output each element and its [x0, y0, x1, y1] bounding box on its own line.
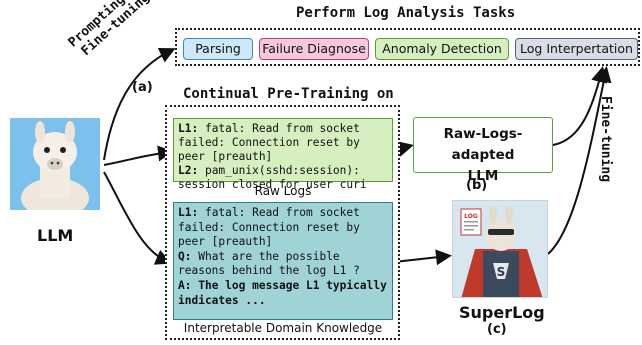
raw-l2-tag: L2: — [178, 164, 199, 177]
arrow-superlog-tasks — [547, 66, 612, 255]
arrow-prompting — [103, 47, 176, 161]
raw-logs-box: L1: fatal: Read from socket failed: Conn… — [173, 118, 393, 191]
arrow-adapted-tasks — [552, 66, 607, 146]
finetuning-label: Fine-tuning — [598, 84, 613, 194]
adapted-line2: LLM — [467, 168, 499, 184]
arrow-llm-raw-logs — [103, 145, 174, 166]
llama-photo — [10, 118, 100, 210]
task-failure-diagnose: Failure Diagnose — [259, 38, 369, 60]
idk-l1-tag: L1: — [178, 206, 199, 219]
idk-l1-text: fatal: Read from socket failed: Connecti… — [178, 206, 360, 249]
pretraining-title: Continual Pre-Training on — [183, 86, 394, 102]
knowledge-caption: Interpretable Domain Knowledge — [183, 321, 383, 335]
marker-c: (c) — [487, 322, 507, 337]
arrow-llm-knowledge — [103, 171, 172, 265]
tasks-title: Perform Log Analysis Tasks — [296, 5, 516, 21]
adapted-line1: Raw-Logs-adapted — [443, 126, 523, 163]
svg-text:LOG: LOG — [464, 213, 478, 220]
task-parsing: Parsing — [183, 38, 253, 60]
idk-q-tag: Q: — [178, 249, 192, 263]
raw-l1-text: fatal: Read from socket failed: Connecti… — [178, 122, 360, 163]
raw-logs-caption: Raw Logs — [254, 184, 312, 198]
finetuning-label-text: Fine-tuning — [598, 95, 613, 183]
raw-l2-text: pam_unix(sshd:session): session closed f… — [178, 164, 367, 191]
raw-l1-tag: L1: — [178, 122, 199, 135]
adapted-llm-box: Raw-Logs-adapted LLM — [413, 117, 553, 184]
superlog-label: SuperLog — [459, 303, 545, 322]
idk-a-tag: A: — [178, 278, 192, 292]
svg-text:S: S — [497, 265, 506, 279]
superlog-illustration: S LOG — [452, 200, 548, 298]
marker-a: (a) — [132, 80, 153, 95]
llama-illustration — [10, 118, 100, 210]
marker-b: (b) — [466, 178, 488, 193]
idk-q-text: What are the possible reasons behind the… — [178, 249, 360, 278]
tasks-panel: Parsing Failure Diagnose Anomaly Detecti… — [175, 28, 640, 66]
idk-a-text: The log message L1 typically indicates .… — [178, 278, 387, 307]
task-anomaly-detection: Anomaly Detection — [375, 38, 509, 60]
knowledge-box: L1: fatal: Read from socket failed: Conn… — [173, 202, 393, 320]
task-log-interpretation: Log Interpertation — [515, 38, 638, 60]
superlog-hero-icon: S LOG — [453, 201, 547, 297]
llm-label: LLM — [37, 226, 74, 245]
arrow-knowledge-superlog — [393, 249, 452, 266]
